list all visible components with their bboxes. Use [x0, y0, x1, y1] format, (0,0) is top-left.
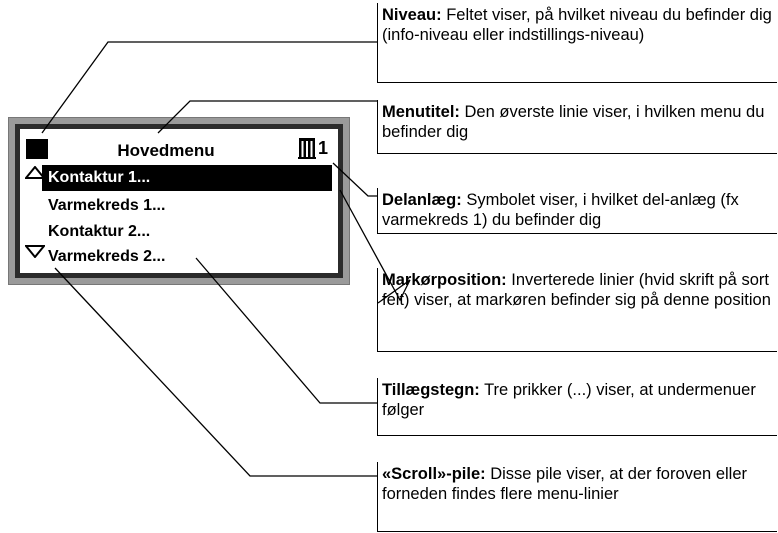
callout-term: Niveau: — [382, 6, 442, 24]
menu-row[interactable]: Varmekreds 1... — [48, 197, 166, 214]
callout-markoerposition: Markørposition: Inverterede linier (hvid… — [377, 268, 777, 352]
callout-term: «Scroll»-pile: — [382, 465, 486, 483]
callout-delanlaeg: Delanlæg: Symbolet viser, i hvilket del-… — [377, 188, 777, 234]
callout-text: Feltet viser, på hvilket niveau du befin… — [382, 6, 772, 44]
callout-scroll: «Scroll»-pile: Disse pile viser, at der … — [377, 462, 777, 532]
plant-number: 1 — [318, 138, 329, 158]
callout-text: Symbolet viser, i hvilket del-anlæg (fx … — [382, 191, 739, 229]
menu-row-selected[interactable]: Kontaktur 1... — [42, 165, 332, 191]
lcd-screen: Hovedmenu 1 Kontaktur 1... Varmekreds 1.… — [20, 129, 338, 273]
leader-scroll — [54, 267, 378, 477]
level-indicator — [26, 139, 48, 159]
callout-text: Disse pile viser, at der foroven eller f… — [382, 465, 747, 503]
callout-text: Den øverste linie viser, i hvilken menu … — [382, 103, 765, 141]
callout-term: Markørposition: — [382, 271, 507, 289]
lcd-display-frame: Hovedmenu 1 Kontaktur 1... Varmekreds 1.… — [15, 124, 343, 278]
scroll-up-arrow-icon[interactable] — [25, 166, 45, 180]
callout-text: Inverterede linier (hvid skrift på sort … — [382, 271, 771, 309]
callout-term: Delanlæg: — [382, 191, 462, 209]
menu-title: Hovedmenu — [117, 141, 215, 160]
callout-text: Tre prikker (...) viser, at undermenuer … — [382, 381, 756, 419]
callout-term: Tillægstegn: — [382, 381, 480, 399]
callout-tillaegstegn: Tillægstegn: Tre prikker (...) viser, at… — [377, 378, 777, 436]
callout-menutitel: Menutitel: Den øverste linie viser, i hv… — [377, 100, 777, 154]
menu-row[interactable]: Kontaktur 2... — [48, 223, 151, 240]
menu-row[interactable]: Varmekreds 2... — [48, 248, 166, 265]
callout-niveau: Niveau: Feltet viser, på hvilket niveau … — [377, 3, 777, 83]
scroll-down-arrow-icon[interactable] — [25, 244, 45, 258]
callout-term: Menutitel: — [382, 103, 460, 121]
lcd-display-bezel: Hovedmenu 1 Kontaktur 1... Varmekreds 1.… — [8, 117, 350, 285]
plant-symbol-icon — [298, 138, 316, 159]
